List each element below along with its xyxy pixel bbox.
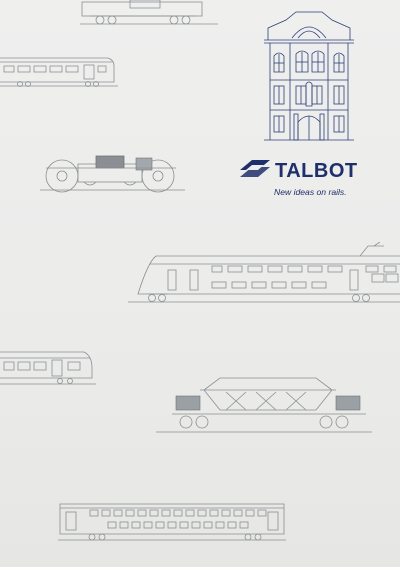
top-wagon-drawing xyxy=(80,0,220,30)
hopper-wagon-drawing xyxy=(156,374,372,436)
commuter-car-drawing-2 xyxy=(0,348,96,388)
bogie-drawing xyxy=(40,150,185,196)
building-illustration-icon xyxy=(262,10,356,142)
commuter-car-drawing-1 xyxy=(0,52,118,92)
double-decker-train-drawing xyxy=(128,242,400,306)
double-deck-coach-drawing xyxy=(58,500,286,544)
brand-name: TALBOT xyxy=(275,160,358,182)
talbot-logo-icon xyxy=(238,158,272,183)
brand-tagline: New ideas on rails. xyxy=(274,187,347,197)
